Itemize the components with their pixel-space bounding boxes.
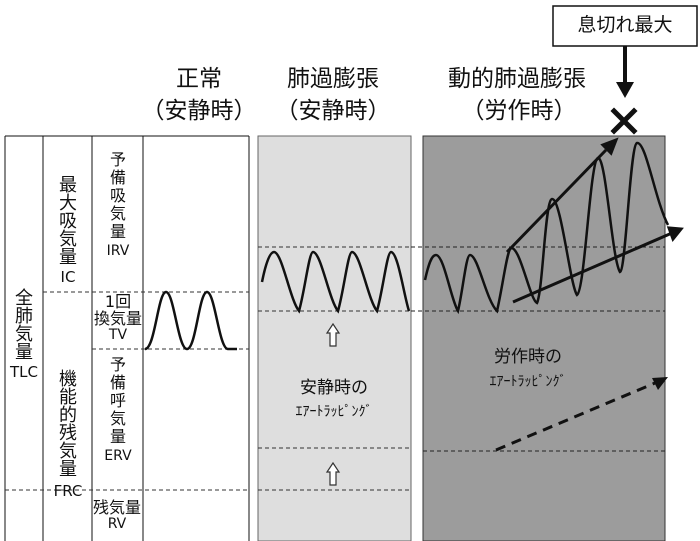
frc-char: 能 — [59, 387, 77, 408]
lung-volume-table — [4, 135, 250, 541]
normal-subtitle: （安静時） — [141, 98, 257, 124]
ic-abbr: IC — [60, 268, 76, 286]
hollow-up-arrow-lower — [325, 461, 341, 486]
ic-char: 最 — [59, 175, 77, 196]
hyperinflation-level-lines — [258, 246, 411, 491]
erv-char: 呼 — [109, 390, 126, 410]
tlc-char: 全 — [15, 288, 33, 309]
tlc-char: 肺 — [15, 306, 33, 327]
callout-arrow — [616, 46, 634, 98]
ic-char: 大 — [59, 193, 77, 214]
irv-char: 備 — [109, 167, 126, 187]
exertion-trapping-arrow — [495, 377, 668, 452]
tv-label: 1回 換気量 TV — [93, 292, 143, 343]
tv-line2: 換気量 — [93, 308, 142, 328]
callout-box — [552, 5, 698, 47]
frc-abbr: FRC — [53, 482, 83, 500]
erv-char: 量 — [109, 426, 126, 446]
max-dyspnea-x-mark — [610, 107, 638, 135]
irv-abbr: IRV — [106, 242, 130, 259]
irv-char: 量 — [109, 221, 126, 241]
irv-label: 予 備 吸 気 量 IRV — [97, 151, 139, 259]
tv-abbr: TV — [108, 326, 128, 343]
ic-char: 吸 — [59, 211, 77, 232]
normal-title: 正常 — [176, 66, 222, 92]
ic-char: 量 — [59, 247, 77, 268]
tlc-char: 気 — [15, 324, 33, 345]
tlc-abbr: TLC — [10, 363, 38, 381]
hyperinflation-title: 肺過膨張 — [287, 66, 379, 92]
erv-char: 気 — [109, 408, 126, 428]
dynamic-title: 動的肺過膨張 — [448, 66, 586, 92]
callout-label: 息切れ最大 — [577, 14, 673, 36]
dynamic-breathing-wave — [423, 141, 670, 315]
irv-char: 気 — [109, 203, 126, 223]
rest-trapping-term: ｴｱｰﾄﾗｯﾋﾟﾝｸﾞ — [295, 404, 373, 420]
frc-char: 量 — [59, 459, 77, 480]
tv-line1: 1回 — [104, 292, 132, 311]
rv-abbr: RV — [107, 515, 127, 532]
rest-trapping-label: 安静時の — [300, 378, 368, 398]
tlc-char: 量 — [15, 342, 33, 363]
dynamic-level-lines — [411, 246, 665, 452]
envelope-arrows — [505, 137, 684, 304]
normal-breathing-wave — [144, 290, 237, 351]
irv-char: 予 — [109, 150, 126, 169]
frc-char: 気 — [59, 441, 77, 462]
frc-char: 機 — [59, 369, 77, 390]
frc-char: 残 — [59, 423, 77, 444]
hyperinflation-breathing-wave — [260, 250, 411, 314]
hyperinflation-subtitle: （安静時） — [275, 98, 391, 124]
hollow-up-arrows — [325, 322, 341, 486]
tlc-label: 全 肺 気 量 TLC — [8, 290, 40, 380]
dynamic-subtitle: （労作時） — [461, 98, 577, 124]
erv-char: 予 — [109, 355, 126, 374]
ic-label: 最 大 吸 気 量 IC — [47, 177, 89, 285]
exertion-trapping-label: 労作時の — [494, 347, 562, 367]
irv-char: 吸 — [109, 185, 126, 205]
erv-char: 備 — [109, 372, 126, 392]
rv-text: 残気量 — [92, 498, 141, 517]
frc-char: 的 — [59, 405, 77, 426]
hollow-up-arrow-upper — [325, 322, 341, 347]
erv-label: 予 備 呼 気 量 ERV — [97, 356, 139, 464]
normal-level-lines — [5, 291, 249, 491]
ic-char: 気 — [59, 229, 77, 250]
frc-label: 機 能 的 残 気 量 FRC — [47, 371, 89, 499]
exertion-trapping-term: ｴｱｰﾄﾗｯﾋﾟﾝｸﾞ — [489, 374, 567, 390]
rv-label: 残気量 RV — [88, 498, 146, 532]
erv-abbr: ERV — [104, 447, 132, 464]
dynamic-panel — [422, 135, 666, 541]
